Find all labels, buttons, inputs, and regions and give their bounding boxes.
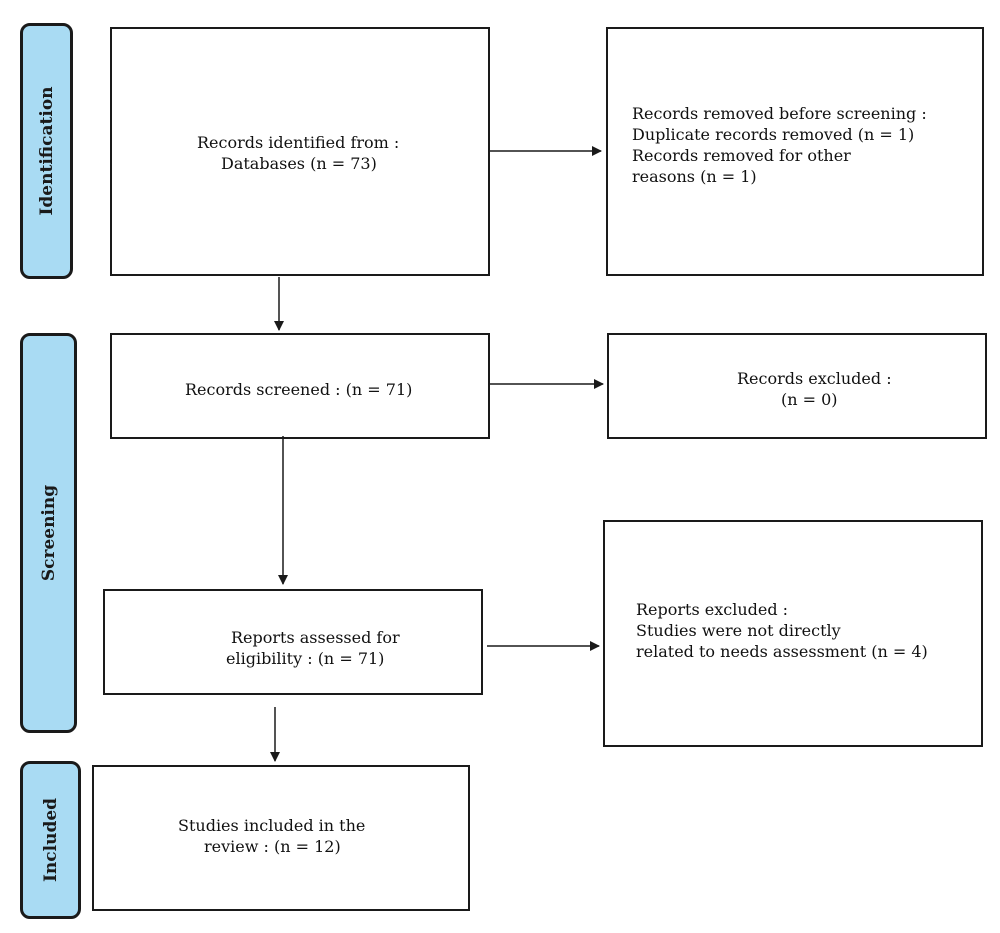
records-excluded-box: Records excluded : (n = 0) xyxy=(607,333,987,439)
reports-excluded-box: Reports excluded : Studies were not dire… xyxy=(603,520,983,747)
phase-included: Included xyxy=(20,761,81,919)
records-identified-line1: Records identified from : xyxy=(197,133,400,152)
reports-assessed-box: Reports assessed for eligibility : (n = … xyxy=(103,589,483,695)
records-removed-line4: reasons (n = 1) xyxy=(632,167,757,186)
records-screened-line1: Records screened : (n = 71) xyxy=(185,380,413,399)
studies-included-line2: review : (n = 12) xyxy=(204,837,341,856)
reports-excluded-line3: related to needs assessment (n = 4) xyxy=(636,642,928,661)
reports-excluded-line2: Studies were not directly xyxy=(636,621,841,640)
records-removed-line3: Records removed for other xyxy=(632,146,851,165)
records-identified-line2: Databases (n = 73) xyxy=(221,154,377,173)
records-removed-box: Records removed before screening : Dupli… xyxy=(606,27,984,276)
reports-assessed-line1: Reports assessed for xyxy=(231,628,400,647)
records-identified-box: Records identified from : Databases (n =… xyxy=(110,27,490,276)
reports-assessed-line2: eligibility : (n = 71) xyxy=(226,649,385,668)
studies-included-box: Studies included in the review : (n = 12… xyxy=(92,765,470,911)
phase-screening: Screening xyxy=(20,333,77,733)
studies-included-line1: Studies included in the xyxy=(178,816,366,835)
reports-excluded-line1: Reports excluded : xyxy=(636,600,789,619)
records-removed-line1: Records removed before screening : xyxy=(632,104,927,123)
phase-identification: Identification xyxy=(20,23,73,279)
records-excluded-line2: (n = 0) xyxy=(781,390,838,409)
records-removed-line2: Duplicate records removed (n = 1) xyxy=(632,125,915,144)
records-excluded-line1: Records excluded : xyxy=(737,369,892,388)
records-screened-box: Records screened : (n = 71) xyxy=(110,333,490,439)
